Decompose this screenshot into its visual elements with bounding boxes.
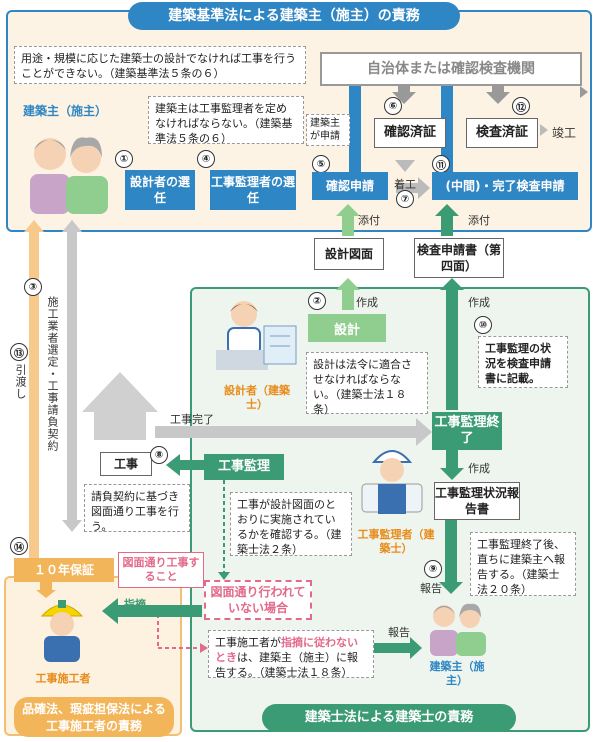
not-as-drawn-box: 図面通り行われていない場合	[204, 580, 312, 620]
supervisor-label: 工事監理者（建築士）	[357, 528, 435, 555]
designer-label: 設計者（建築士）	[224, 384, 290, 411]
choose-supervisor-box: 工事監理者の選任	[210, 170, 296, 210]
architect-duties-title: 建築士法による建築士の責務	[262, 704, 516, 732]
arrow-contractor-select	[62, 220, 82, 532]
arrow-to-completion	[540, 124, 548, 136]
arrow-form-to-inspect-app	[435, 204, 459, 236]
designer-icon	[216, 301, 297, 370]
drawings-box: 設計図面	[314, 238, 384, 270]
step-7-badge: ⑦	[396, 190, 414, 208]
step-5-badge: ⑤	[312, 155, 330, 173]
arrow-supervision-end-to-form	[440, 278, 464, 410]
arrow-drawings-to-app	[336, 204, 360, 236]
arrow-warranty-down	[36, 582, 56, 598]
note-noncompliance: 工事施工者が指摘に従わないときは、建築主（施主）に報告する。（建築士法１８条）	[208, 630, 374, 679]
noncompliance-text-when: とき	[215, 651, 237, 664]
handover-label: 引渡し	[14, 364, 27, 400]
warranty-box: １０年保証	[14, 558, 114, 582]
step-10-badge: ⑩	[474, 316, 492, 334]
inspection-cert-box: 検査済証	[466, 118, 538, 148]
attach-label-2: 添付	[468, 214, 490, 227]
create-label-2: 作成	[468, 296, 490, 309]
step-13-badge: ⑬	[10, 343, 28, 361]
supervision-box: 工事監理	[204, 454, 284, 480]
owners-couple-icon-bottom	[430, 603, 486, 656]
arrow-supervision-to-work	[166, 454, 204, 476]
step-8-badge: ⑧	[150, 446, 168, 464]
report-label-2: 報告	[388, 626, 410, 639]
report-doc-box: 工事監理状況報告書	[434, 482, 520, 520]
arrow-confirm-app-up	[343, 74, 367, 172]
owner-label-bottom: 建築主（施主）	[429, 660, 485, 687]
house-shape	[82, 372, 158, 440]
completion-label: 竣工	[552, 126, 577, 140]
step-2-badge: ②	[308, 292, 326, 310]
attach-label-1: 添付	[358, 214, 380, 227]
indicate-label: 指摘	[124, 598, 146, 611]
create-label-3: 作成	[468, 462, 490, 475]
supervisor-icon	[361, 450, 423, 514]
arrow-report-to-owner	[439, 520, 463, 594]
contractor-label: 工事施工者	[35, 672, 91, 685]
authority-box: 自治体または確認検査機関	[320, 52, 582, 86]
arrow-confirm-to-inspect	[396, 177, 430, 199]
owner-duties-title: 建築基準法による建築主（施主）の責務	[128, 2, 460, 30]
note-supervision-check: 工事が設計図面のとおりに実施されているかを確認する。（建築士法２条）	[230, 492, 352, 556]
confirmation-cert-box: 確認済証	[374, 118, 446, 148]
note-design-law: 設計は法令に適合させなければならない。（建築士法１８条）	[306, 352, 428, 416]
arrow-start-down	[395, 160, 415, 172]
construction-box: 工事	[100, 452, 152, 476]
choose-architect-box: 設計者の選任	[125, 170, 195, 210]
inspection-form-box: 検査申請書（第四面）	[414, 238, 504, 278]
owners-couple-icon	[30, 137, 108, 214]
noncompliance-text-2: は、建築主（施主）に報告する。（建築士法１８条）	[215, 651, 358, 679]
arrow-supervision-end-to-report	[440, 450, 464, 480]
create-label-1: 作成	[356, 296, 378, 309]
arrow-indicate	[102, 598, 202, 624]
note-report-after: 工事監理終了後、直ちに建築主へ報告する。（建築士法２０条）	[470, 532, 576, 596]
note-supervisor-requirement: 建築主は工事監理者を定めなければならない。（建築基準法５条の６）	[148, 96, 304, 145]
contractor-worker-icon	[40, 600, 84, 662]
note-contract: 請負契約に基づき図面通り工事を行う。	[84, 484, 190, 533]
step-6-badge: ⑥	[384, 97, 402, 115]
step-4-badge: ④	[197, 150, 215, 168]
arrow-work-complete	[155, 418, 432, 446]
note-design-requirement: 用途・規模に応じた建築士の設計でなければ工事を行うことができない。（建築基準法５…	[14, 46, 306, 84]
confirmation-app-box: 確認申請	[312, 172, 388, 200]
note-record: 工事監理の状況を検査申請書に記載。	[478, 336, 568, 388]
arrow-handover	[24, 220, 44, 558]
start-label: 着工	[394, 178, 416, 191]
noncompliance-text-1: 工事施工者が	[215, 636, 281, 649]
note-applicant: 建築主が申請	[306, 114, 350, 146]
step-14-badge: ⑭	[10, 537, 28, 555]
report-label-1: 報告	[420, 582, 442, 595]
step-1-badge: ①	[115, 150, 133, 168]
work-complete-label: 工事完了	[170, 413, 214, 426]
contractor-select-label: 施工業者選定・工事請負契約	[46, 296, 59, 452]
step-3-badge: ③	[24, 278, 42, 296]
arrow-design-to-drawings	[336, 278, 360, 310]
design-box: 設計	[308, 314, 386, 342]
step-12-badge: ⑫	[512, 97, 530, 115]
supervision-end-box: 工事監理終了	[432, 412, 502, 450]
owner-label-top: 建築主（施主）	[22, 104, 107, 118]
noncompliance-text-highlight: 指摘に従わない	[281, 636, 358, 649]
arrow-report-to-owner-bottom	[374, 637, 422, 659]
arrow-authority-right	[580, 86, 588, 98]
contractor-duties-title: 品確法、瑕疵担保法による工事施工者の責務	[14, 697, 174, 737]
step-11-badge: ⑪	[432, 155, 450, 173]
as-drawn-note: 図面通り工事すること	[118, 552, 204, 588]
inspection-app-box: (中間)・完了検査申請	[432, 172, 578, 200]
step-9-badge: ⑨	[424, 560, 442, 578]
